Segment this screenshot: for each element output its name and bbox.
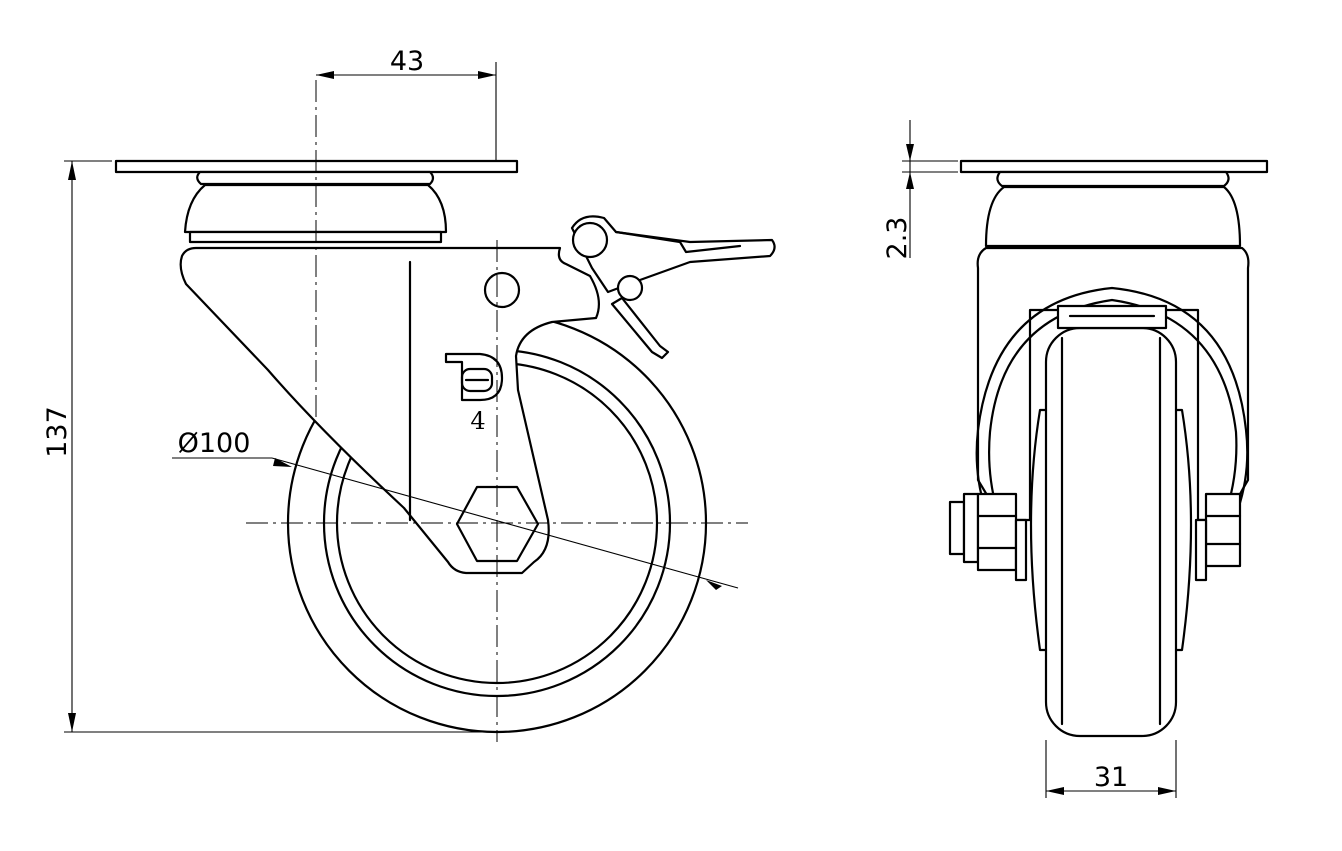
front-view: 2.3 31 — [882, 120, 1269, 798]
front-hub-right — [1174, 408, 1193, 652]
plate-thickness-label: 2.3 — [882, 217, 913, 260]
side-bolt-hole — [483, 271, 521, 309]
offset-dimension-label: 43 — [390, 46, 424, 77]
brand-logo — [444, 352, 504, 402]
side-view: 4 43 137 Ø100 — [42, 46, 776, 742]
front-top-plate — [959, 159, 1269, 174]
front-fork-arc-inner — [988, 298, 1238, 562]
logo-mark-number: 4 — [470, 407, 485, 435]
wheel-width-label: 31 — [1094, 762, 1128, 793]
front-wheel — [1044, 326, 1178, 738]
front-axle-bolt-left — [948, 492, 1028, 582]
wheel-width-dimension — [1045, 740, 1177, 798]
height-dimension — [64, 160, 495, 733]
diameter-dimension — [172, 457, 739, 590]
side-swivel-bearing — [196, 170, 435, 186]
front-hub-left — [1029, 408, 1048, 652]
front-swivel-bearing — [996, 170, 1230, 188]
front-fork-arc-outer — [975, 286, 1249, 562]
height-dimension-label: 137 — [42, 406, 73, 458]
front-axle-bolt-right — [1194, 492, 1242, 582]
front-swivel-housing — [984, 185, 1242, 248]
front-fork — [976, 246, 1250, 522]
plate-thickness-dimension — [902, 120, 958, 258]
side-brake-lever — [570, 215, 776, 360]
offset-dimension — [316, 62, 497, 161]
diameter-dimension-label: Ø100 — [178, 428, 251, 459]
side-swivel-housing — [183, 183, 448, 234]
